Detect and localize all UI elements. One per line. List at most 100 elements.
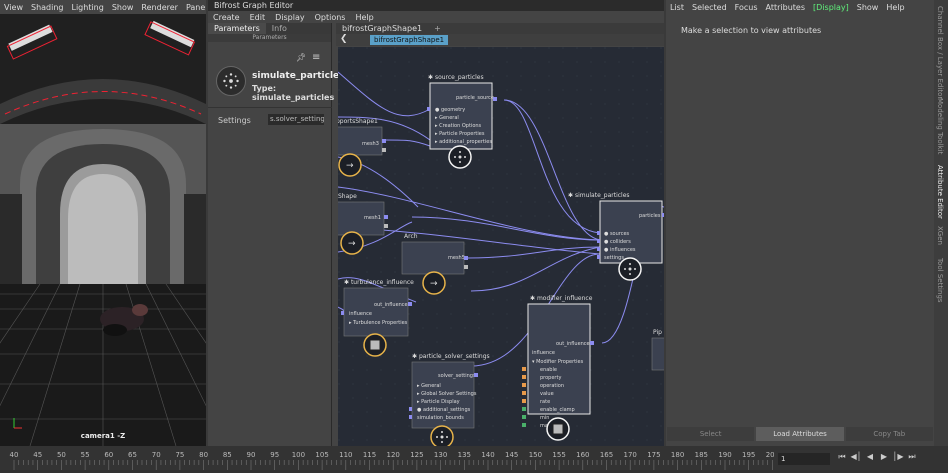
menu-display[interactable]: [Display] — [813, 2, 849, 12]
timeline-tick-label: 165 — [600, 451, 613, 459]
timeline-tick-label: 120 — [387, 451, 400, 459]
character-model[interactable] — [100, 304, 148, 336]
back-arrow-icon[interactable]: ❮ — [340, 34, 348, 44]
svg-text:settings: settings — [604, 255, 624, 261]
menu-help[interactable]: Help — [886, 2, 905, 12]
tab-parameters[interactable]: Parameters — [208, 23, 266, 34]
svg-text:▸ Turbulence Properties: ▸ Turbulence Properties — [349, 320, 408, 326]
menu-attributes[interactable]: Attributes — [765, 2, 806, 12]
svg-text:● sources: ● sources — [604, 231, 630, 237]
play-forward-icon[interactable]: ▶ — [880, 452, 888, 461]
play-backward-icon[interactable]: ◀ — [866, 452, 874, 461]
node-graph-canvas[interactable]: ✱ source_particles particle_source ● geo… — [338, 47, 664, 465]
svg-text:max: max — [540, 423, 551, 429]
viewport-panel[interactable]: View Shading Lighting Show Renderer Pane… — [0, 0, 206, 446]
svg-text:out_influence: out_influence — [374, 302, 408, 308]
timeline-tick-label: 195 — [742, 451, 755, 459]
svg-text:▸ Particle Display: ▸ Particle Display — [417, 399, 460, 405]
node-shape[interactable]: Shape mesh1 → — [338, 193, 388, 255]
svg-text:value: value — [540, 391, 554, 397]
step-back-icon[interactable]: ◀│ — [850, 452, 862, 461]
svg-text:Arch: Arch — [404, 233, 418, 240]
node-particle-solver-settings[interactable]: ✱ particle_solver_settings solver_settin… — [409, 353, 490, 449]
menu-view[interactable]: View — [4, 2, 23, 12]
pin-icon[interactable]: 📌︎ — [296, 53, 307, 62]
timeline-tick-label: 170 — [624, 451, 637, 459]
graph-editor-menu-bar: Create Edit Display Options Help — [208, 11, 664, 23]
menu-renderer[interactable]: Renderer — [141, 2, 178, 12]
menu-panels[interactable]: Panels — [185, 2, 206, 12]
empty-selection-message: Make a selection to view attributes — [681, 26, 822, 35]
tab-xgen[interactable]: XGen — [936, 226, 944, 245]
tab-info[interactable]: Info — [271, 24, 287, 33]
node-source-particles[interactable]: ✱ source_particles particle_source ● geo… — [427, 74, 497, 169]
timeline-tick-label: 65 — [128, 451, 137, 459]
menu-lighting[interactable]: Lighting — [71, 2, 104, 12]
node-simulate-particles[interactable]: ✱ simulate_particles particles ● sources… — [568, 192, 664, 281]
svg-text:▸ General: ▸ General — [417, 383, 441, 389]
copy-tab-button[interactable]: Copy Tab — [845, 427, 933, 441]
timeline-tick-label: 125 — [410, 451, 423, 459]
menu-selected[interactable]: Selected — [691, 2, 727, 12]
svg-text:→: → — [430, 279, 438, 289]
parameter-tabs: Parameters Info — [208, 23, 331, 34]
timeline-tick-label: 95 — [270, 451, 279, 459]
tab-modeling-toolkit[interactable]: Modeling Toolkit — [936, 98, 944, 155]
node-supports-shape[interactable]: pportsShape1 mesh3 → — [338, 118, 386, 177]
svg-text:● colliders: ● colliders — [604, 239, 631, 245]
svg-text:▸ additional_properties: ▸ additional_properties — [435, 139, 492, 145]
load-attributes-button[interactable]: Load Attributes — [756, 427, 844, 441]
tab-bifrost-graph[interactable]: bifrostGraphShape1 — [342, 24, 423, 33]
svg-text:particle_source: particle_source — [456, 95, 494, 101]
timeline-tick-label: 180 — [671, 451, 684, 459]
menu-display[interactable]: Display — [275, 12, 305, 22]
menu-edit[interactable]: Edit — [249, 12, 266, 22]
svg-text:▸ Creation Options: ▸ Creation Options — [435, 123, 482, 129]
current-frame-field[interactable]: 1 — [778, 453, 830, 465]
menu-focus[interactable]: Focus — [734, 2, 758, 12]
tab-channel-box[interactable]: Channel Box / Layer Editor — [936, 6, 944, 100]
node-turbulence-influence[interactable]: ✱ turbulence_influence out_influence inf… — [341, 279, 414, 357]
breadcrumb: ❮ bifrostGraphShape1 — [336, 34, 664, 46]
viewport-scene[interactable] — [0, 14, 206, 446]
add-tab-button[interactable]: + — [434, 24, 441, 33]
timeline-tick-label: 80 — [199, 451, 208, 459]
menu-show[interactable]: Show — [111, 2, 134, 12]
timeline-tick-label: 155 — [552, 451, 565, 459]
svg-text:pportsShape1: pportsShape1 — [338, 118, 378, 125]
go-to-start-icon[interactable]: ⏮ — [838, 452, 846, 461]
settings-field[interactable]: s.solver_settings — [268, 114, 324, 125]
tab-attribute-editor[interactable]: Attribute Editor — [936, 165, 944, 219]
timeline-tick-label: 55 — [81, 451, 90, 459]
tab-tool-settings[interactable]: Tool Settings — [936, 258, 944, 303]
parameters-subheader: Parameters — [208, 34, 331, 42]
settings-label: Settings — [218, 116, 251, 125]
menu-create[interactable]: Create — [213, 12, 240, 22]
menu-shading[interactable]: Shading — [30, 2, 64, 12]
menu-show[interactable]: Show — [856, 2, 879, 12]
timeline-tick-label: 60 — [104, 451, 113, 459]
side-tab-strip: Channel Box / Layer Editor Modeling Tool… — [934, 0, 948, 446]
selected-node-name: simulate_particles — [252, 71, 345, 81]
svg-text:▸ Global Solver Settings: ▸ Global Solver Settings — [417, 391, 477, 397]
svg-text:operation: operation — [540, 383, 564, 389]
go-to-end-icon[interactable]: ⏭ — [908, 452, 916, 461]
timeline-tick-label: 75 — [175, 451, 184, 459]
svg-text:→: → — [348, 239, 356, 249]
hamburger-menu-icon[interactable]: ≡ — [312, 52, 321, 63]
menu-list[interactable]: List — [670, 2, 684, 12]
select-button[interactable]: Select — [667, 427, 755, 441]
node-partial-right[interactable]: Pip — [651, 329, 664, 371]
node-arch[interactable]: Arch mesh5 → — [401, 233, 468, 295]
timeline-tick-label: 200 — [766, 451, 774, 459]
playback-controls: ⏮ ◀│ ◀ ▶ │▶ ⏭ — [836, 452, 918, 462]
menu-help[interactable]: Help — [355, 12, 374, 22]
menu-options[interactable]: Options — [314, 12, 346, 22]
step-forward-icon[interactable]: │▶ — [892, 452, 904, 461]
timeline-tick-label: 100 — [292, 451, 305, 459]
svg-text:simulation_bounds: simulation_bounds — [417, 415, 464, 421]
node-modifier-influence[interactable]: ✱ modifier_influence out_influence influ… — [522, 295, 594, 441]
breadcrumb-item[interactable]: bifrostGraphShape1 — [370, 35, 449, 45]
